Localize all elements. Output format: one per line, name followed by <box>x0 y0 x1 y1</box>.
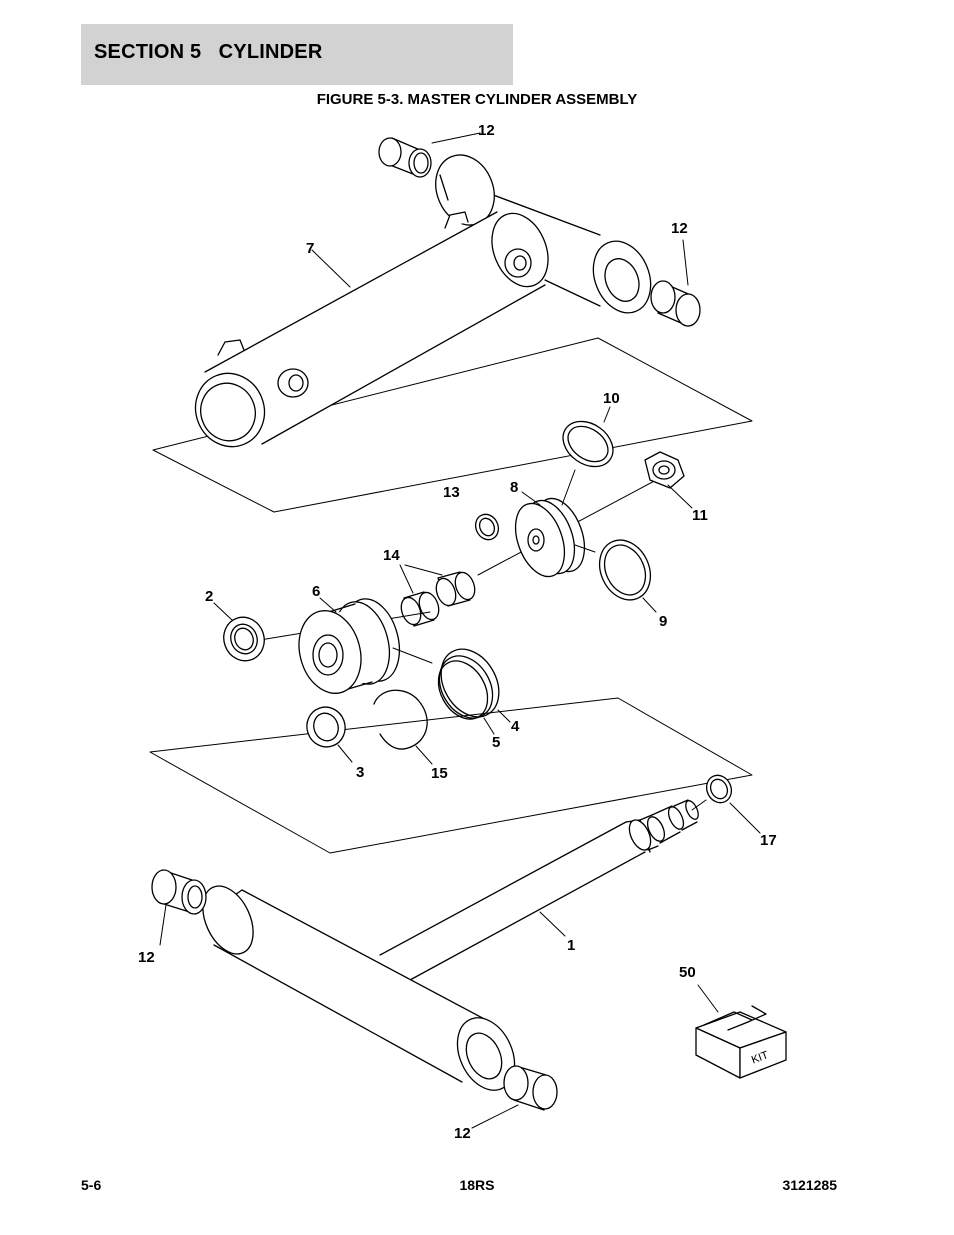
piston-rod <box>379 799 707 981</box>
bushing-bottom <box>503 1065 558 1111</box>
callout-13: 13 <box>443 484 460 501</box>
leader-14b <box>404 564 443 576</box>
callout-10: 10 <box>603 390 620 407</box>
leader-50 <box>697 984 719 1013</box>
leader-2 <box>213 602 233 621</box>
leader-12-bottom <box>471 1104 519 1129</box>
leader-9b <box>574 544 596 553</box>
bushing-top <box>378 137 432 178</box>
lower-assembly-plane <box>149 697 753 854</box>
upper-assembly-plane <box>152 337 753 513</box>
rod-eye-tube <box>202 885 516 1091</box>
leader-12-top <box>431 132 481 144</box>
spacer-14a <box>435 571 476 607</box>
leader-8 <box>521 491 541 506</box>
cylinder-barrel <box>194 154 652 448</box>
leader-12-right <box>682 239 689 286</box>
leader-10b <box>561 469 576 506</box>
kit-box: KIT <box>695 1005 787 1079</box>
section-header: SECTION 5 CYLINDER <box>81 24 513 85</box>
spacer-14b <box>400 591 440 627</box>
leader-3 <box>337 744 353 763</box>
leader-5 <box>483 717 495 735</box>
section-title: SECTION 5 CYLINDER <box>94 41 323 63</box>
callout-3: 3 <box>356 764 364 781</box>
callout-2: 2 <box>205 588 213 605</box>
wear-ring-9 <box>598 539 652 601</box>
leader-10 <box>603 406 611 423</box>
callout-5: 5 <box>492 734 500 751</box>
leader-6 <box>319 597 337 613</box>
piston <box>514 497 586 578</box>
callout-50: 50 <box>679 964 696 981</box>
callout-12-left: 12 <box>138 949 155 966</box>
leader-12-left <box>159 904 167 946</box>
callout-9: 9 <box>659 613 667 630</box>
o-ring-4-and-backup-5 <box>437 648 500 720</box>
callout-11: 11 <box>692 507 708 524</box>
bushing-left <box>151 869 207 915</box>
callout-1: 1 <box>567 937 575 954</box>
callout-4: 4 <box>511 718 520 735</box>
callout-17: 17 <box>760 832 777 849</box>
footer-model: 18RS <box>459 1177 495 1193</box>
retaining-ring-15 <box>373 689 428 750</box>
nut-11 <box>644 451 685 489</box>
callout-12-top: 12 <box>478 122 495 139</box>
callout-12-right: 12 <box>671 220 688 237</box>
callout-8: 8 <box>510 479 518 496</box>
leader-1 <box>539 911 566 937</box>
leader-9 <box>642 597 657 613</box>
callout-15: 15 <box>431 765 448 782</box>
callout-14: 14 <box>383 547 400 564</box>
callout-7: 7 <box>306 240 314 257</box>
o-ring-13 <box>474 513 500 541</box>
leader-4b <box>392 647 433 664</box>
figure-title: FIGURE 5-3. MASTER CYLINDER ASSEMBLY <box>316 91 638 108</box>
leader-15 <box>415 745 433 765</box>
leader-11 <box>667 484 693 509</box>
leader-17 <box>729 802 761 834</box>
footer-page-number: 5-6 <box>81 1177 102 1193</box>
seal-10 <box>562 420 614 468</box>
footer-doc-number: 3121285 <box>782 1177 837 1193</box>
leader-7 <box>311 249 351 288</box>
wiper-2 <box>223 616 265 662</box>
callout-6: 6 <box>312 583 320 600</box>
leader-14a <box>399 564 414 594</box>
rod-seal-3 <box>306 706 346 748</box>
o-ring-17 <box>705 774 733 804</box>
kit-label: KIT <box>750 1049 770 1066</box>
leader-4 <box>497 709 511 723</box>
bushing-right <box>650 280 701 327</box>
callout-12-bottom: 12 <box>454 1125 471 1142</box>
gland-head <box>298 598 401 694</box>
